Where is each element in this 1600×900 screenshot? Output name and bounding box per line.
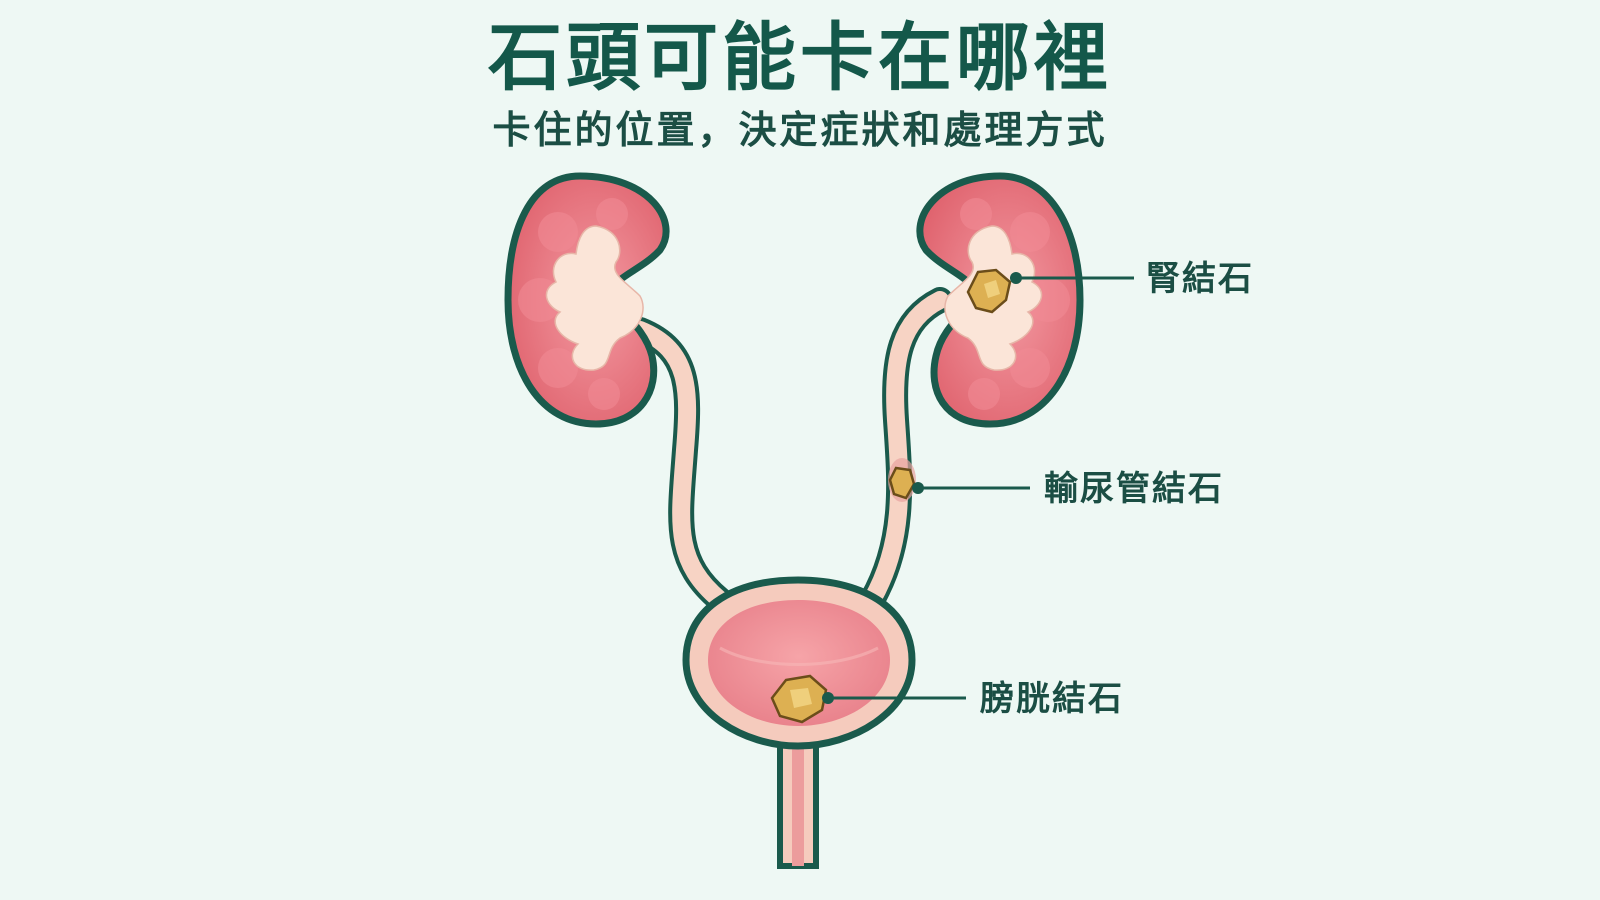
ureter-stone <box>888 458 916 502</box>
kidney-stone-label: 腎結石 <box>1146 259 1254 299</box>
bladder-stone-leader <box>822 692 966 704</box>
left-kidney <box>504 172 670 428</box>
left-ureter <box>627 317 733 613</box>
kidney-stone-leader <box>1010 272 1134 284</box>
right-ureter <box>859 287 953 613</box>
page-subtitle: 卡住的位置，決定症狀和處理方式 <box>492 108 1108 152</box>
kidney-stone <box>966 268 1012 314</box>
bladder-stone-label: 膀胱結石 <box>980 679 1124 719</box>
ureter-stone-leader <box>912 482 1030 494</box>
page-title: 石頭可能卡在哪裡 <box>488 15 1112 101</box>
bladder-stone <box>770 674 828 724</box>
bladder <box>682 576 916 869</box>
ureter-stone-label: 輸尿管結石 <box>1044 469 1224 509</box>
